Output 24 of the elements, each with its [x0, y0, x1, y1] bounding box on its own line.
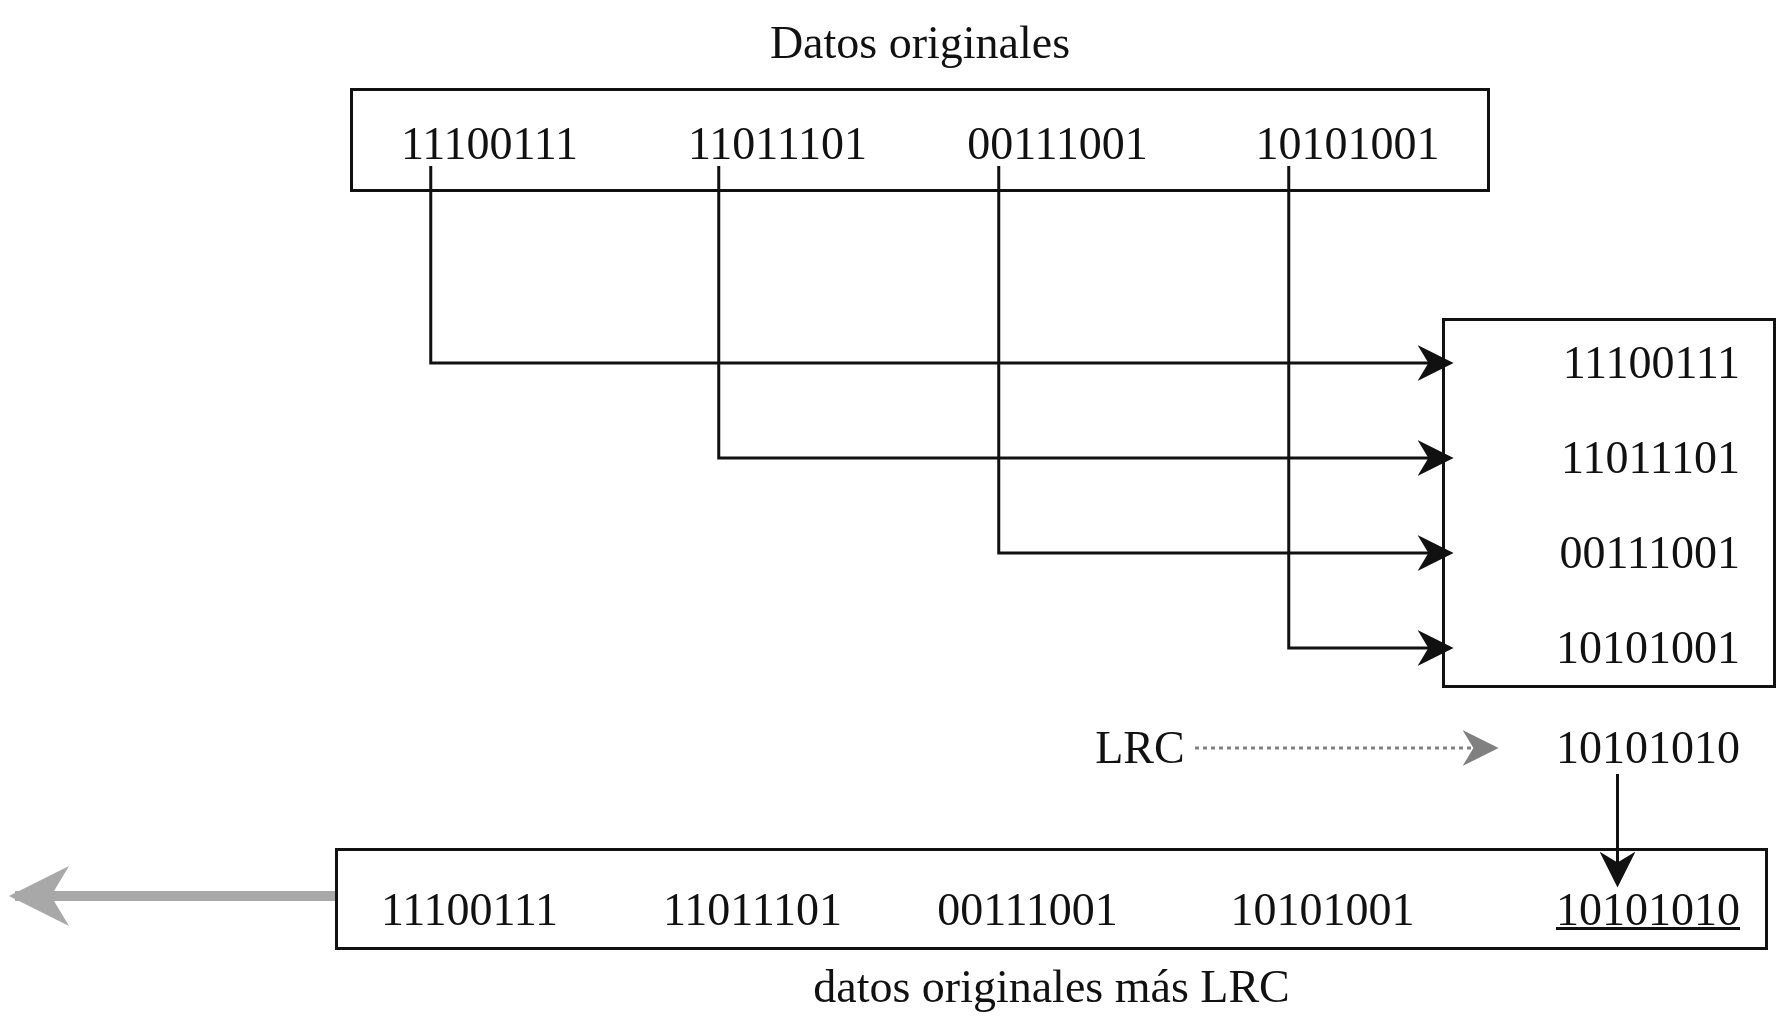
byte-text: 10101010: [1495, 884, 1740, 936]
byte-text: 00111001: [910, 884, 1145, 936]
byte-text: 10101001: [1450, 622, 1740, 674]
byte-text: 00111001: [1450, 527, 1740, 579]
byte-text: 11011101: [1450, 432, 1740, 484]
byte-text: 10101001: [1230, 118, 1465, 170]
box-label: Datos originales: [768, 20, 1072, 66]
byte-text: 00111001: [940, 118, 1175, 170]
arrow: [1287, 166, 1454, 666]
arrow: [717, 166, 1454, 476]
byte-text: 11011101: [635, 884, 870, 936]
byte-text: 11011101: [660, 118, 895, 170]
arrow: [1599, 774, 1636, 888]
arrow: [429, 166, 1454, 381]
arrow: [1195, 730, 1499, 766]
arrow: [997, 166, 1454, 571]
label-text: LRC: [1085, 722, 1195, 774]
byte-text: 10101001: [1205, 884, 1440, 936]
arrow: [9, 866, 335, 926]
byte-text: 11100111: [372, 118, 607, 170]
byte-text: 10101010: [1495, 722, 1740, 774]
byte-text: 11100111: [1450, 337, 1740, 389]
byte-text: 11100111: [352, 884, 587, 936]
box-label: datos originales más LRC: [812, 964, 1291, 1010]
